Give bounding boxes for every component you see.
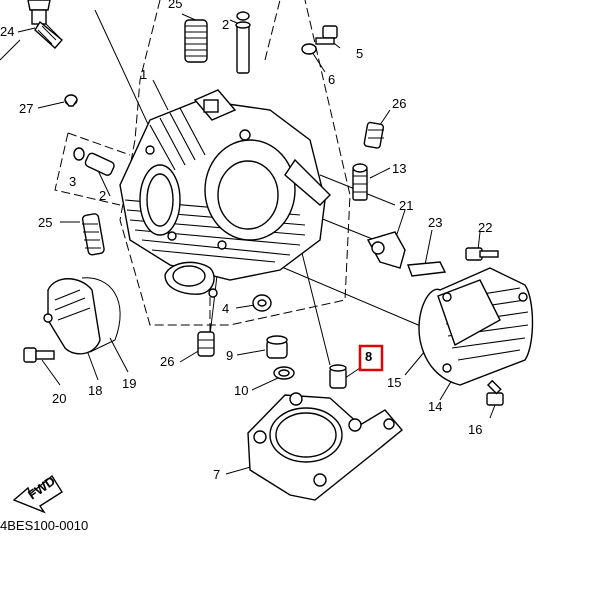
callout-7: 7 [213,467,220,482]
callout-19: 19 [122,376,136,391]
callout-16: 16 [468,422,482,437]
callout-25-top: 25 [168,0,182,11]
callout-6: 6 [328,72,335,87]
callout-21: 21 [399,198,413,213]
callout-4: 4 [222,301,229,316]
callout-20: 20 [52,391,66,406]
callout-25-left: 25 [38,215,52,230]
callout-2-left: 2 [99,188,106,203]
spark-plug [27,0,64,49]
callout-3: 3 [69,174,76,189]
highlight-box-8 [358,344,384,372]
callout-18: 18 [88,383,102,398]
left-cover [43,277,121,355]
callout-2-top: 2 [222,17,229,32]
forward-arrow: FWD [12,473,63,514]
callout-14: 14 [428,399,442,414]
cylinder-head [119,89,331,298]
valve-parts-top [64,11,338,176]
callout-26-bottom: 26 [160,354,174,369]
callout-13: 13 [392,161,406,176]
callout-5: 5 [356,46,363,61]
fasteners [23,121,504,406]
callout-23: 23 [428,215,442,230]
callout-27: 27 [19,101,33,116]
diagram-code: 4BES100-0010 [0,518,88,533]
head-gasket [247,392,403,501]
tensioner [366,231,447,277]
callout-1: 1 [140,67,147,82]
callout-labels: 24 25 2 5 6 1 27 26 3 2 13 21 25 23 22 4… [0,0,492,533]
callout-9: 9 [226,348,233,363]
callout-26-top: 26 [392,96,406,111]
side-cover [418,267,534,386]
dowels-and-seals [252,294,347,389]
callout-15: 15 [387,375,401,390]
callout-8: 8 [365,349,372,364]
callout-24: 24 [0,24,14,39]
callout-22: 22 [478,220,492,235]
callout-10: 10 [234,383,248,398]
